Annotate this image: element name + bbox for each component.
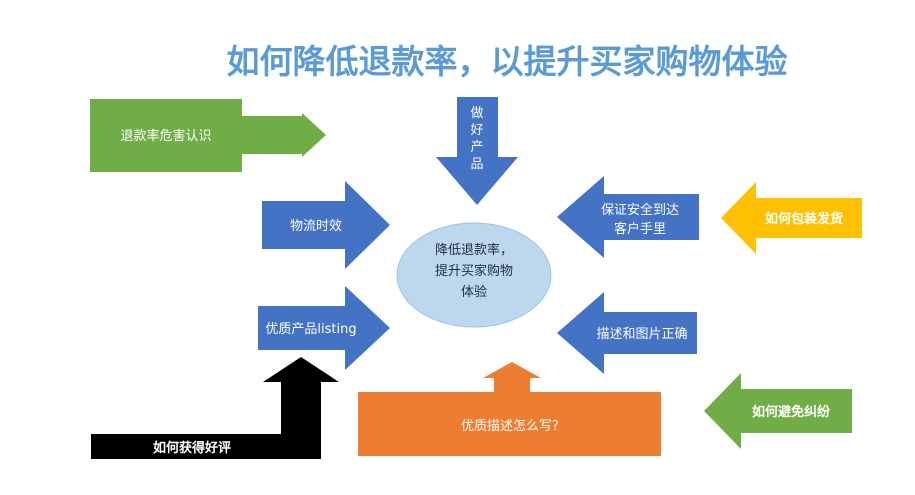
refund-awareness-arrow: 退款率危害认识 [90,99,326,172]
good-product-char-3: 产 [470,140,483,155]
accurate-description-arrow: 描述和图片正确 [557,292,697,374]
good-product-char-4: 品 [470,157,483,172]
quality-description-label: 优质描述怎么写? [461,419,559,434]
safe-delivery-line-1: 保证安全到达 [601,202,679,218]
safe-delivery-line-2: 客户手里 [614,221,666,237]
avoid-disputes-arrow: 如何避免纠纷 [704,373,852,449]
center-goal-ellipse: 降低退款率， 提升买家购物 体验 [396,222,552,328]
safe-delivery-arrow: 保证安全到达 客户手里 [557,176,699,258]
quality-listing-arrow: 优质产品listing [258,286,390,370]
how-to-pack-label: 如何包装发货 [765,211,843,227]
good-product-char-1: 做 [470,106,483,121]
center-line-3: 体验 [461,284,487,300]
quality-description-box: 优质描述怎么写? [358,362,661,456]
logistics-label: 物流时效 [290,219,342,234]
quality-listing-label: 优质产品listing [265,322,356,337]
good-reviews-arrow: 如何获得好评 [91,357,339,459]
how-to-pack-arrow: 如何包装发货 [721,182,862,254]
center-line-2: 提升买家购物 [435,263,513,279]
accurate-description-label: 描述和图片正确 [596,327,687,342]
good-product-char-2: 好 [470,123,483,138]
center-line-1: 降低退款率， [435,242,513,258]
page-title: 如何降低退款率，以提升买家购物体验 [227,42,788,81]
logistics-arrow: 物流时效 [262,181,390,269]
good-reviews-label: 如何获得好评 [153,440,231,456]
avoid-disputes-label: 如何避免纠纷 [752,404,831,420]
refund-awareness-label: 退款率危害认识 [120,128,211,144]
good-product-arrow: 做 好 产 品 [436,97,518,205]
